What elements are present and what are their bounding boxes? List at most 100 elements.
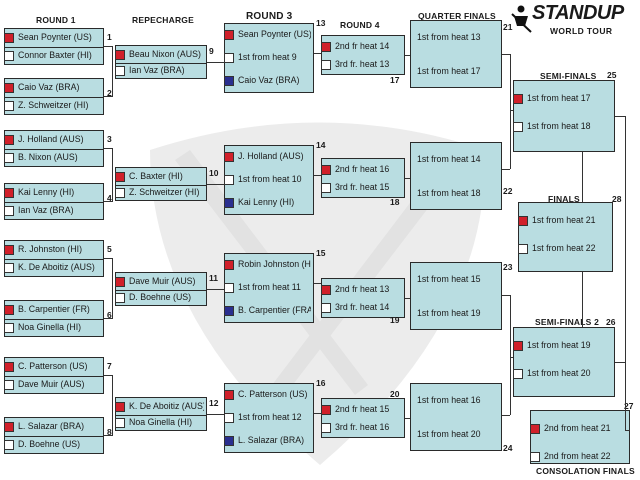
- entry-label[interactable]: 1st from heat 18: [417, 188, 481, 198]
- semi-final-2-heat-box: 1st from heat 19 1st from heat 20: [513, 327, 615, 397]
- heat-entry[interactable]: C. Baxter (HI): [115, 168, 206, 186]
- heat-entry[interactable]: Caio Vaz (BRA): [224, 72, 313, 90]
- heat-entry[interactable]: 1st from heat 17: [513, 90, 614, 108]
- entry-label[interactable]: 1st from heat 16: [417, 395, 481, 405]
- heat-entry[interactable]: Sean Poynter (US): [224, 26, 313, 44]
- connector-line: [502, 295, 510, 296]
- heat-entry[interactable]: 3rd fr. heat 15: [321, 179, 404, 197]
- entry-label[interactable]: 1st from heat 20: [417, 429, 481, 439]
- heat-entry[interactable]: Connor Baxter (HI): [4, 47, 103, 65]
- heat-number: 17: [390, 75, 400, 85]
- connector-line: [112, 46, 113, 97]
- seed-marker: [321, 42, 331, 52]
- entry-label: 2nd from heat 22: [544, 451, 611, 461]
- entry-label[interactable]: 1st from heat 13: [417, 32, 481, 42]
- entry-label: Ian Vaz (BRA): [129, 65, 185, 75]
- semi-final-heat-box: 1st from heat 17 1st from heat 18: [513, 80, 615, 152]
- entry-label: Kai Lenny (HI): [18, 187, 75, 197]
- heat-entry[interactable]: 2nd fr heat 14: [321, 38, 404, 56]
- heat-entry[interactable]: B. Carpentier (FR): [4, 301, 103, 319]
- heat-entry[interactable]: Dave Muir (AUS): [4, 376, 103, 394]
- heat-entry[interactable]: 1st from heat 22: [518, 240, 612, 258]
- heat-entry[interactable]: 1st from heat 11: [224, 279, 313, 297]
- heat-entry[interactable]: K. De Aboitiz (AUS): [115, 398, 206, 416]
- entry-label[interactable]: 1st from heat 15: [417, 274, 481, 284]
- row-divider: [116, 63, 206, 64]
- round4-heat-box: 2nd fr heat 13 3rd fr. heat 14: [321, 278, 405, 318]
- seed-marker: [224, 306, 234, 316]
- heat-entry[interactable]: Noa Ginella (HI): [4, 319, 103, 337]
- row-divider: [116, 415, 206, 416]
- heat-entry[interactable]: Ian Vaz (BRA): [115, 62, 206, 80]
- heat-entry[interactable]: Z. Schweitzer (HI): [115, 184, 206, 202]
- entry-label: Sean Poynter (US): [18, 32, 92, 42]
- heat-entry[interactable]: 1st from heat 20: [513, 365, 614, 383]
- entry-label: 2nd fr heat 15: [335, 404, 390, 414]
- heat-entry[interactable]: Beau Nixon (AUS): [115, 46, 206, 64]
- heat-entry[interactable]: D. Boehne (US): [4, 436, 103, 454]
- heat-entry[interactable]: J. Holland (AUS): [4, 131, 103, 149]
- heat-entry[interactable]: 2nd fr heat 13: [321, 281, 404, 299]
- heat-entry[interactable]: Caio Vaz (BRA): [4, 79, 103, 97]
- header-round4: ROUND 4: [340, 20, 380, 30]
- heat-number: 8: [107, 427, 112, 437]
- heat-entry[interactable]: L. Salazar (BRA): [224, 432, 313, 450]
- heat-number: 9: [209, 46, 214, 56]
- row-divider: [5, 97, 103, 98]
- heat-entry[interactable]: 1st from heat 21: [518, 212, 612, 230]
- final-heat-box: 1st from heat 21 1st from heat 22: [518, 202, 613, 272]
- connector-line: [207, 62, 224, 63]
- heat-entry[interactable]: 2nd from heat 21: [530, 420, 629, 438]
- heat-entry[interactable]: 2nd fr heat 16: [321, 161, 404, 179]
- heat-entry[interactable]: 3rd fr. heat 14: [321, 299, 404, 317]
- heat-entry[interactable]: 3rd fr. heat 13: [321, 56, 404, 74]
- entry-label: 1st from heat 20: [527, 368, 591, 378]
- heat-entry[interactable]: Robin Johnston (HI): [224, 256, 313, 274]
- heat-entry[interactable]: Dave Muir (AUS): [115, 273, 206, 291]
- row-divider: [5, 319, 103, 320]
- heat-entry[interactable]: K. De Aboitiz (AUS): [4, 259, 103, 277]
- heat-entry[interactable]: 1st from heat 19: [513, 337, 614, 355]
- heat-entry[interactable]: 1st from heat 12: [224, 409, 313, 427]
- header-round1: ROUND 1: [36, 15, 76, 25]
- heat-entry[interactable]: 1st from heat 10: [224, 171, 313, 189]
- entry-label[interactable]: 1st from heat 17: [417, 66, 481, 76]
- connector-line: [314, 53, 321, 54]
- heat-entry[interactable]: 3rd fr. heat 16: [321, 419, 404, 437]
- heat-entry[interactable]: Sean Poynter (US): [4, 29, 103, 47]
- connector-line: [207, 184, 224, 185]
- heat-entry[interactable]: Noa Ginella (HI): [115, 414, 206, 432]
- entry-label: B. Nixon (AUS): [18, 152, 78, 162]
- heat-entry[interactable]: Ian Vaz (BRA): [4, 202, 103, 220]
- entry-label: D. Boehne (US): [129, 292, 192, 302]
- entry-label: J. Holland (AUS): [238, 151, 304, 161]
- heat-entry[interactable]: C. Patterson (US): [4, 358, 103, 376]
- heat-entry[interactable]: R. Johnston (HI): [4, 241, 103, 259]
- round1-heat-box: L. Salazar (BRA)D. Boehne (US): [4, 417, 104, 454]
- heat-entry[interactable]: Kai Lenny (HI): [4, 184, 103, 202]
- entry-label: Z. Schweitzer (HI): [18, 100, 89, 110]
- heat-entry[interactable]: B. Carpentier (FRA): [224, 302, 313, 320]
- heat-entry[interactable]: 2nd fr heat 15: [321, 401, 404, 419]
- heat-entry[interactable]: 1st from heat 18: [513, 118, 614, 136]
- entry-label: Ian Vaz (BRA): [18, 205, 74, 215]
- heat-number: 26: [606, 317, 616, 327]
- heat-entry[interactable]: 1st from heat 9: [224, 49, 313, 67]
- heat-entry[interactable]: J. Holland (AUS): [224, 148, 313, 166]
- standup-world-tour-logo: STANDUP WORLD TOUR: [510, 2, 635, 44]
- entry-label: 2nd fr heat 13: [335, 284, 390, 294]
- heat-entry[interactable]: D. Boehne (US): [115, 289, 206, 307]
- heat-entry[interactable]: Kai Lenny (HI): [224, 194, 313, 212]
- row-divider: [5, 436, 103, 437]
- heat-entry[interactable]: 2nd from heat 22: [530, 448, 629, 466]
- seed-marker: [518, 244, 528, 254]
- seed-marker: [224, 260, 234, 270]
- entry-label[interactable]: 1st from heat 19: [417, 308, 481, 318]
- seed-marker: [4, 33, 14, 43]
- heat-entry[interactable]: B. Nixon (AUS): [4, 149, 103, 167]
- heat-entry[interactable]: Z. Schweitzer (HI): [4, 97, 103, 115]
- entry-label[interactable]: 1st from heat 14: [417, 154, 481, 164]
- entry-label: Dave Muir (AUS): [129, 276, 196, 286]
- heat-entry[interactable]: L. Salazar (BRA): [4, 418, 103, 436]
- heat-entry[interactable]: C. Patterson (US): [224, 386, 313, 404]
